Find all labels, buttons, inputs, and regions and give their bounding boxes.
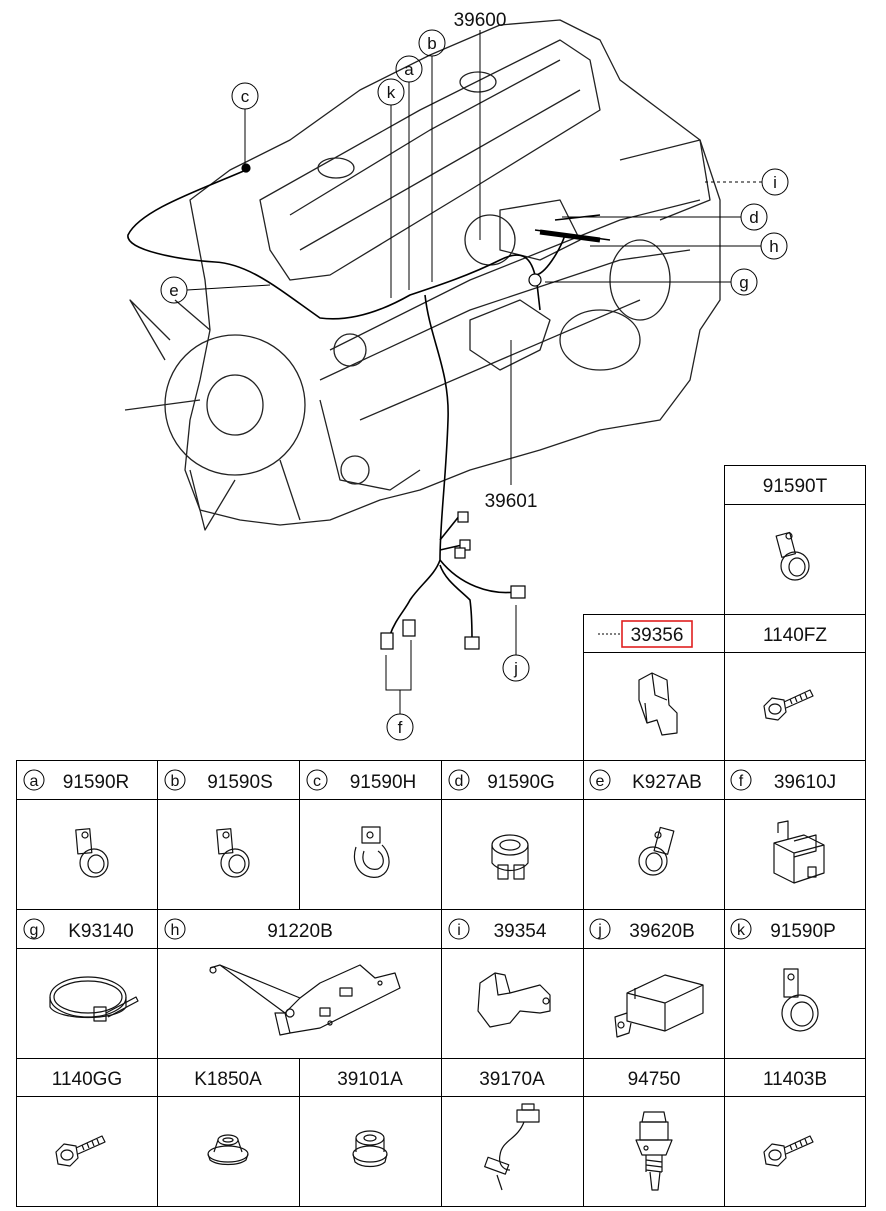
part-code-39610J[interactable]: 39610J (774, 772, 836, 793)
bolt-icon[interactable] (55, 1135, 106, 1167)
row2-letter-k: k (737, 922, 746, 939)
bracket-icon[interactable] (209, 964, 401, 1036)
callout-e: e (169, 281, 178, 300)
callout-d: d (749, 208, 758, 227)
row2-letter-g: g (30, 922, 39, 939)
connector-icon[interactable] (614, 974, 704, 1038)
part-code-91590H[interactable]: 91590H (350, 772, 417, 793)
part-code-39101A[interactable]: 39101A (337, 1069, 403, 1090)
part-code-91590R[interactable]: 91590R (63, 772, 130, 793)
parts-table-headers: 91590T 39356 1140FZ a b c d e f 91590R 9… (23, 476, 836, 1090)
callout-b: b (427, 34, 436, 53)
row1-letter-c: c (313, 773, 321, 790)
part-code-K93140[interactable]: K93140 (68, 921, 134, 942)
callout-c: c (241, 87, 250, 106)
callout-h: h (769, 237, 778, 256)
callout-letters: c k a b i d h g e j f 39600 39601 (169, 10, 778, 737)
highlight-box-39356 (621, 620, 693, 648)
row1-letter-a: a (30, 773, 39, 790)
part-code-K1850A[interactable]: K1850A (194, 1069, 262, 1090)
pressure-switch-icon[interactable] (635, 1111, 673, 1191)
engine-illustration (124, 19, 721, 531)
band-clip-icon[interactable] (491, 834, 529, 880)
part-code-39354[interactable]: 39354 (494, 921, 547, 942)
callout-i: i (773, 173, 777, 192)
row2-letter-i: i (457, 922, 461, 939)
part-code-39356[interactable]: 39356 (631, 625, 684, 646)
parts-table-grid (16, 465, 866, 1207)
part-label-39600: 39600 (454, 10, 507, 31)
row2-letter-h: h (171, 922, 180, 939)
bolt-icon[interactable] (763, 689, 814, 721)
part-label-39601: 39601 (485, 491, 538, 512)
row1-letter-f: f (739, 773, 744, 790)
row1-letter-d: d (455, 773, 464, 790)
callout-f: f (398, 718, 403, 737)
part-code-39620B[interactable]: 39620B (629, 921, 695, 942)
part-code-K927AB[interactable]: K927AB (632, 772, 702, 793)
p-clip-icon[interactable] (216, 828, 250, 878)
row1-letter-e: e (596, 773, 605, 790)
row1-letter-b: b (171, 773, 180, 790)
harness-connectors (241, 163, 542, 650)
callouts (160, 29, 789, 741)
p-clip-icon[interactable] (781, 968, 819, 1032)
part-code-91220B[interactable]: 91220B (267, 921, 333, 942)
part-code-11403B[interactable]: 11403B (763, 1069, 827, 1090)
part-code-91590P[interactable]: 91590P (770, 921, 836, 942)
part-code-94750[interactable]: 94750 (628, 1069, 681, 1090)
spring-clip-icon[interactable] (477, 972, 551, 1028)
wire-clip-icon[interactable] (353, 826, 390, 878)
part-code-91590S[interactable]: 91590S (207, 772, 273, 793)
callout-k: k (387, 83, 396, 102)
grommet-icon[interactable] (352, 1130, 388, 1168)
sensor-icon[interactable] (484, 1103, 540, 1191)
grommet-icon[interactable] (207, 1134, 249, 1166)
part-code-39170A[interactable]: 39170A (479, 1069, 545, 1090)
p-clip-icon[interactable] (775, 531, 810, 581)
relay-icon[interactable] (773, 820, 825, 884)
p-clip-icon[interactable] (638, 826, 675, 876)
wiring-harness (127, 169, 611, 641)
bolt-icon[interactable] (763, 1135, 814, 1167)
row2-letter-j: j (597, 922, 602, 939)
callout-a: a (404, 60, 414, 79)
cable-tie-icon[interactable] (49, 976, 139, 1022)
part-code-91590T[interactable]: 91590T (763, 476, 828, 497)
part-code-91590G[interactable]: 91590G (487, 772, 555, 793)
spring-clip-icon[interactable] (638, 672, 678, 736)
callout-g: g (739, 273, 748, 292)
part-code-1140GG[interactable]: 1140GG (52, 1069, 122, 1090)
callout-j: j (513, 659, 518, 678)
p-clip-icon[interactable] (75, 828, 109, 878)
part-code-1140FZ[interactable]: 1140FZ (763, 625, 827, 646)
part-icons (49, 531, 825, 1191)
